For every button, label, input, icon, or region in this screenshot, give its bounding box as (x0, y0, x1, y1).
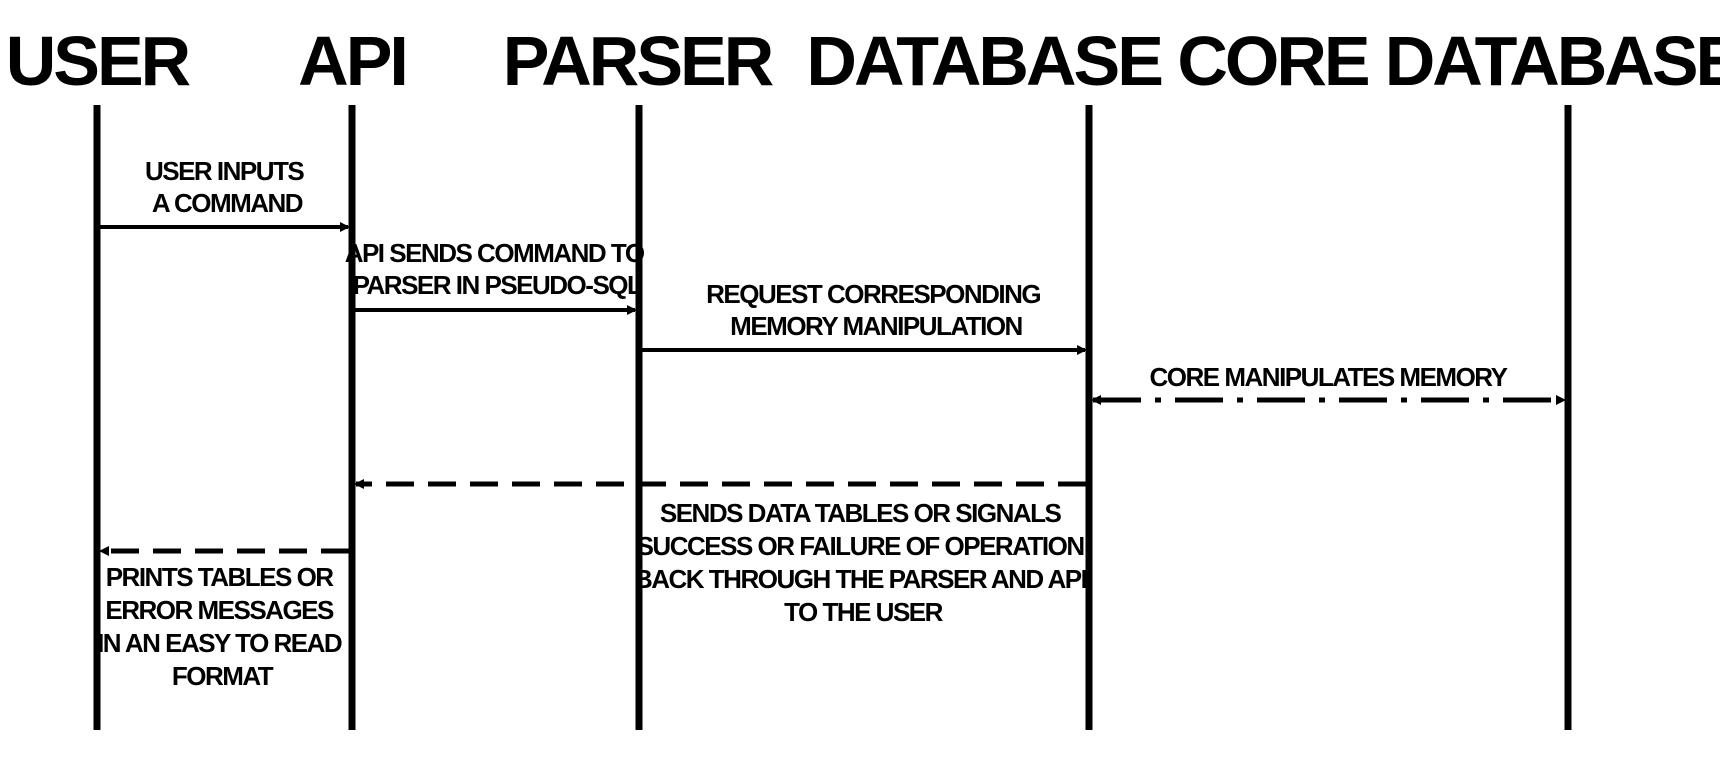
actor-title-api: API (298, 22, 406, 100)
label-core-to-api-return: SENDS DATA TABLES OR SIGNALS SUCCESS OR … (634, 498, 1092, 627)
label-core-to-database: CORE MANIPULATES MEMORY (1150, 362, 1508, 392)
actor-title-database: DATABASE (1385, 22, 1720, 100)
actor-title-parser: PARSER (503, 22, 774, 100)
label-parser-to-core: REQUEST CORRESPONDING MEMORY MANIPULATIO… (706, 279, 1046, 341)
label-api-to-user-return: PRINTS TABLES OR ERROR MESSAGES IN AN EA… (97, 562, 347, 691)
label-api-to-parser: API SENDS COMMAND TO PARSER IN PSEUDO-SQ… (345, 238, 650, 300)
actor-title-user: USER (6, 22, 191, 100)
actor-title-database-core: DATABASE CORE (806, 22, 1368, 100)
label-user-input: USER INPUTS A COMMAND (145, 156, 309, 218)
